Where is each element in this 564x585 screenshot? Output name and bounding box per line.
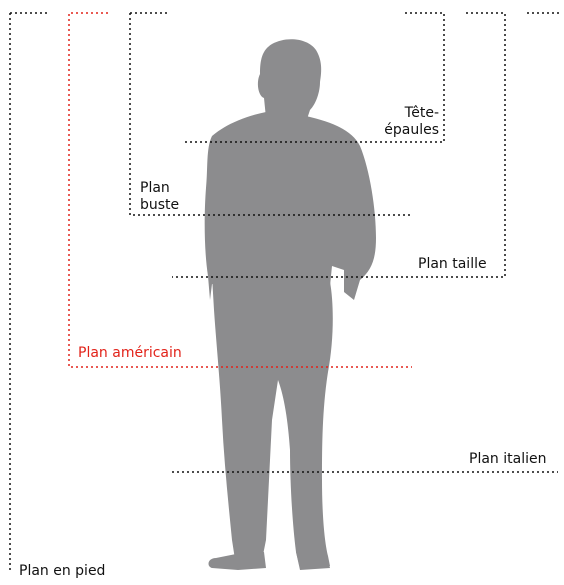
left-shoe-shape <box>209 552 266 570</box>
torso-shape <box>205 112 376 300</box>
label-plan-taille: Plan taille <box>418 256 487 273</box>
label-tete-epaules-line1: Tête- <box>380 105 439 122</box>
man-silhouette-icon <box>205 39 376 570</box>
label-plan-italien: Plan italien <box>469 451 546 468</box>
right-shoe-shape <box>296 552 330 570</box>
label-plan-buste: Plan buste <box>140 180 179 214</box>
label-plan-buste-line2: buste <box>140 197 179 214</box>
label-tete-epaules-line2: épaules <box>380 122 439 139</box>
label-tete-epaules: Tête- épaules <box>380 105 439 139</box>
label-plan-en-pied: Plan en pied <box>19 563 105 580</box>
legs-shape <box>212 276 333 568</box>
label-plan-buste-line1: Plan <box>140 180 179 197</box>
label-plan-americain: Plan américain <box>78 345 182 362</box>
